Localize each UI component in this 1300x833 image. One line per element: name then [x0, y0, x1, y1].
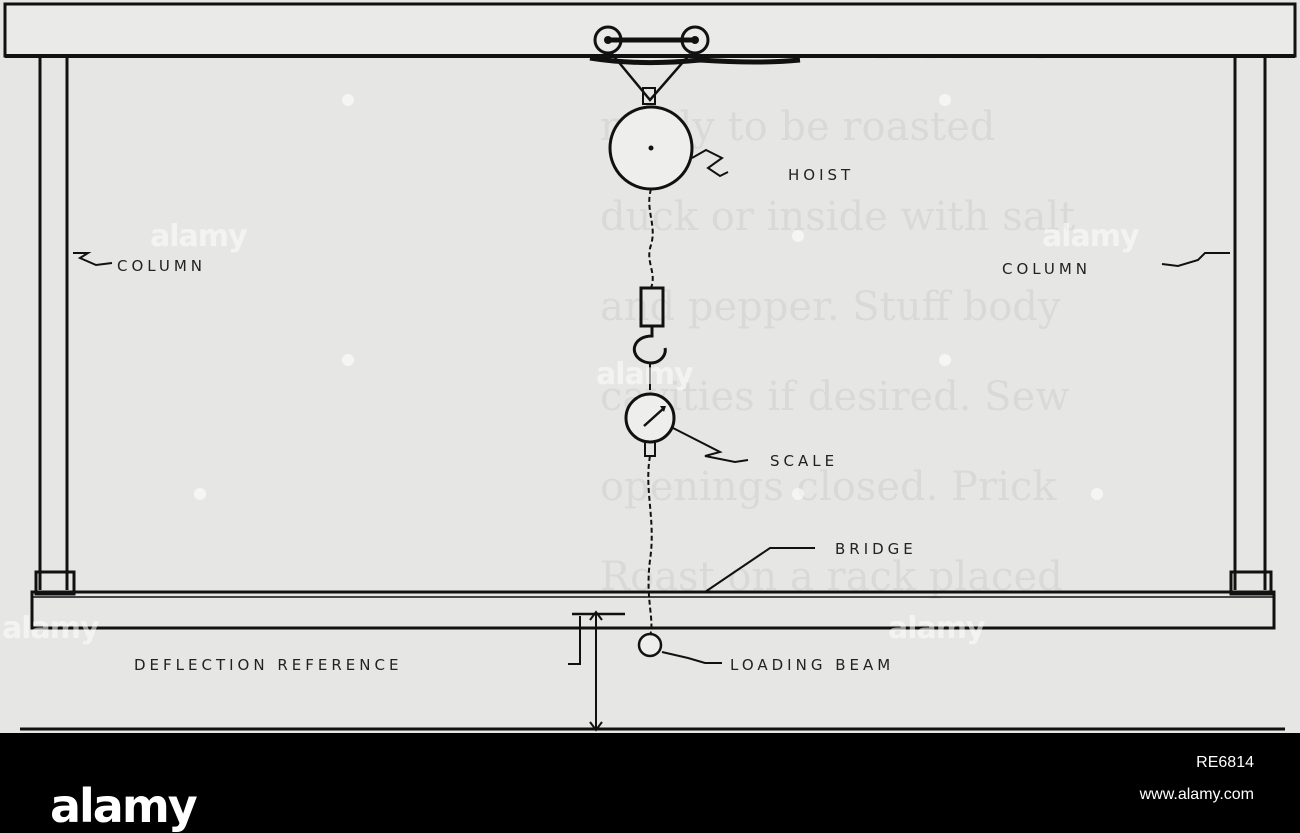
top-beam — [3, 2, 1297, 58]
column-left — [34, 58, 76, 596]
hoist-chain — [648, 188, 654, 289]
bleed-through-text: with salt and pepper, just before ready … — [600, 14, 1258, 600]
hoist-label: HOIST — [788, 166, 854, 184]
hook-icon — [632, 286, 667, 390]
deflection-reference-label: DEFLECTION REFERENCE — [134, 656, 402, 674]
column-right — [1229, 58, 1273, 596]
site-url: www.alamy.com — [1139, 786, 1254, 803]
bridge-leader — [704, 547, 815, 593]
bridge — [30, 590, 1276, 630]
watermark-overlay: alamy alamy alamy alamy alamy — [2, 94, 1141, 646]
watermark-dot — [939, 354, 951, 366]
image-id: RE6814 — [1196, 754, 1254, 771]
watermark-logo: alamy — [596, 357, 694, 392]
scale-leader — [672, 427, 749, 464]
watermark-dot — [342, 354, 354, 366]
trolley-icon — [593, 25, 710, 105]
hoist-icon — [608, 105, 694, 191]
column-left-leader — [73, 252, 113, 267]
watermark-logo: alamy — [150, 219, 248, 254]
scale-icon — [624, 392, 676, 457]
watermark-logo: alamy — [888, 611, 986, 646]
bleed-through-text: duck or inside with salt — [600, 194, 1075, 240]
beam-damage — [589, 55, 801, 66]
column-right-label: COLUMN — [1002, 260, 1091, 278]
watermark-footer: alamy RE6814 www.alamy.com — [0, 733, 1300, 833]
watermark-logo: alamy — [1042, 219, 1140, 254]
scale-chain — [647, 455, 653, 637]
watermark-dot — [342, 94, 354, 106]
deflection-reference-marker — [568, 610, 625, 732]
test-frame-diagram: with salt and pepper, just before ready … — [2, 2, 1297, 732]
watermark-dot — [939, 94, 951, 106]
scale-label: SCALE — [770, 452, 838, 470]
alamy-logo: alamy — [50, 779, 198, 833]
loading-beam-label: LOADING BEAM — [730, 656, 894, 674]
bleed-through-text: cavities if desired. Sew — [600, 374, 1069, 420]
watermark-dot — [1091, 488, 1103, 500]
column-left-label: COLUMN — [117, 257, 206, 275]
column-right-leader — [1161, 252, 1230, 268]
bleed-through-text: and pepper. Stuff body — [600, 284, 1061, 330]
bleed-through-text: openings closed. Prick — [600, 464, 1057, 510]
bridge-label: BRIDGE — [835, 540, 917, 558]
watermark-dot — [792, 230, 804, 242]
hoist-leader — [691, 148, 729, 178]
loading-beam-leader — [661, 651, 722, 664]
loading-beam-icon — [637, 632, 663, 658]
watermark-dot — [194, 488, 206, 500]
diagram-canvas: with salt and pepper, just before ready … — [0, 0, 1300, 733]
watermark-logo: alamy — [2, 611, 100, 646]
watermark-dot — [792, 488, 804, 500]
